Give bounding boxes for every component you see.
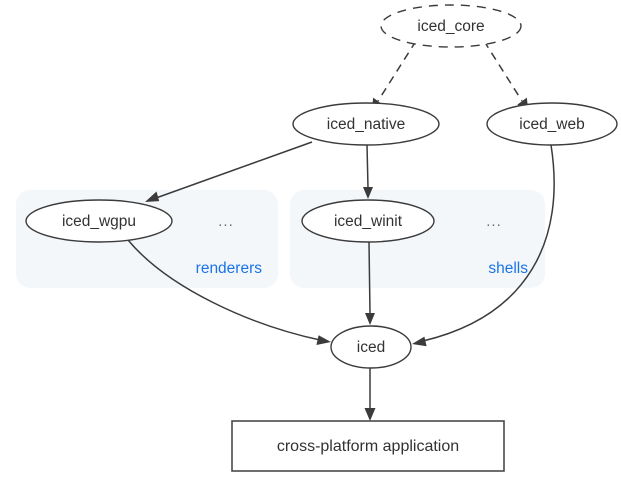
node-iced-wgpu-ellipse[interactable] bbox=[25, 199, 173, 243]
node-iced-winit-ellipse[interactable] bbox=[301, 199, 435, 243]
edge-iced-winit-to-iced-line bbox=[368, 241, 371, 315]
edge-iced-core-to-iced-web-line bbox=[483, 40, 523, 102]
edge-iced-native-to-iced-winit-arrowhead bbox=[363, 187, 373, 199]
node-iced-web[interactable]: iced_web bbox=[486, 102, 618, 146]
edge-iced-wgpu-to-iced-line bbox=[127, 239, 321, 341]
node-iced[interactable]: iced bbox=[330, 325, 412, 369]
edge-iced-wgpu-to-iced-arrowhead bbox=[316, 335, 331, 345]
edge-iced-core-to-iced-native-line bbox=[377, 40, 417, 102]
edge-iced-winit-to-iced bbox=[365, 241, 375, 325]
cluster-renderers-label: renderers bbox=[196, 260, 263, 277]
node-iced-winit[interactable]: iced_winit bbox=[301, 199, 435, 243]
node-iced-native[interactable]: iced_native bbox=[292, 102, 440, 146]
edge-iced-native-to-iced-wgpu-arrowhead bbox=[145, 191, 160, 202]
edge-iced-web-to-iced-line bbox=[422, 144, 555, 342]
edge-iced-native-to-iced-wgpu-line bbox=[155, 141, 313, 199]
edge-iced-native-to-iced-winit-line bbox=[366, 144, 369, 189]
edge-iced-native-to-iced-wgpu bbox=[145, 141, 313, 202]
edge-iced-wgpu-to-iced bbox=[127, 239, 331, 345]
cluster-shells-ellipsis: ... bbox=[486, 213, 502, 230]
edge-iced-web-to-iced bbox=[412, 144, 555, 347]
node-cross-platform-application[interactable]: cross-platform application bbox=[231, 420, 505, 472]
node-iced-wgpu[interactable]: iced_wgpu bbox=[25, 199, 173, 243]
node-iced-ellipse[interactable] bbox=[330, 325, 412, 369]
node-iced-web-ellipse[interactable] bbox=[486, 102, 618, 146]
edge-iced-winit-to-iced-arrowhead bbox=[365, 313, 375, 325]
edge-iced-core-to-iced-web bbox=[483, 40, 529, 112]
node-iced-core-ellipse[interactable] bbox=[380, 4, 522, 48]
node-cross-platform-application-rect[interactable] bbox=[231, 420, 505, 472]
cluster-renderers-ellipsis: ... bbox=[218, 213, 234, 230]
cluster-shells-label: shells bbox=[488, 260, 528, 277]
node-iced-core[interactable]: iced_core bbox=[380, 4, 522, 48]
edge-iced-to-application-arrowhead bbox=[364, 408, 376, 421]
edge-iced-core-to-iced-native bbox=[371, 40, 417, 112]
edge-iced-native-to-iced-winit bbox=[363, 144, 373, 199]
edge-iced-to-application bbox=[364, 368, 376, 421]
edge-iced-web-to-iced-arrowhead bbox=[412, 336, 427, 347]
node-iced-native-ellipse[interactable] bbox=[292, 102, 440, 146]
